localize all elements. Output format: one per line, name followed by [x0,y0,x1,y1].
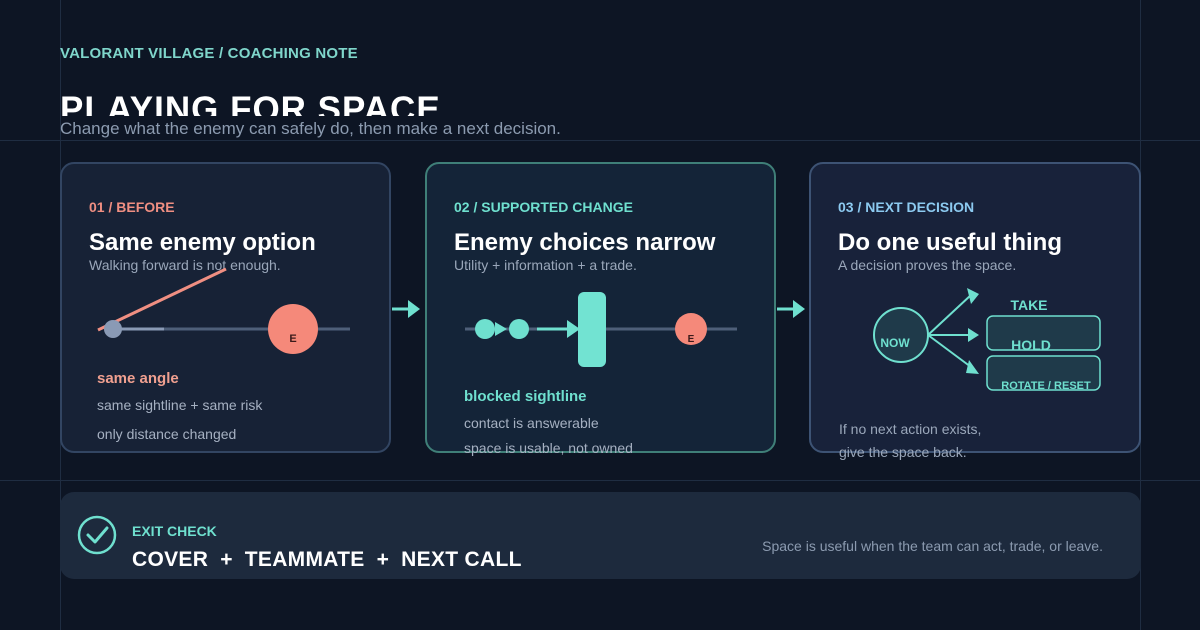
teammate-arrow-icon [495,322,507,336]
option-box-hold [986,315,1101,351]
now-node [873,307,929,363]
card-description: Walking forward is not enough. [89,257,281,273]
decision-diagram: NOW TAKE HOLD ROTATE / RESET [873,288,1101,392]
teammate-marker [475,319,495,339]
exit-check-label: EXIT CHECK [132,523,217,539]
branch-arrow-icon [966,360,979,374]
guide-line-top [0,140,1200,141]
card-tag: 02 / SUPPORTED CHANGE [454,199,633,215]
footnote-line: give the space back. [839,444,967,460]
sightline-ray [97,267,227,332]
note-line: space is usable, not owned [464,440,633,456]
option-label: TAKE [1010,297,1047,313]
supported-change-diagram: E [465,292,737,367]
exit-item: TEAMMATE [244,548,365,571]
guide-line-bottom [0,480,1200,481]
card-heading: Do one useful thing [838,229,1062,256]
branch-line-rotate [927,334,972,368]
note-line: only distance changed [97,426,237,442]
enemy-marker-label: E [289,333,296,345]
smoke-wall [578,292,606,367]
card-heading: Enemy choices narrow [454,229,716,256]
card-tag: 03 / NEXT DECISION [838,199,975,215]
option-label: ROTATE / RESET [1001,380,1091,392]
card-heading-wrap: Enemy choices narrow [454,228,744,258]
plus-sign: + [376,548,390,571]
enemy-marker [268,304,318,354]
card-footnote: If no next action exists, give the space… [839,418,981,464]
card-tag: 01 / BEFORE [89,199,175,215]
exit-item: COVER [132,548,209,571]
note-line: same sightline + same risk [97,397,263,413]
page-title-wrap: PLAYING FOR SPACE [60,84,960,116]
push-arrow-icon [567,320,580,338]
card-next-decision: 03 / NEXT DECISION Do one useful thing A… [809,162,1141,460]
page-subtitle: Change what the enemy can safely do, the… [60,119,561,138]
card-before: 01 / BEFORE Same enemy option Walking fo… [60,162,391,453]
footnote-line: If no next action exists, [839,421,982,437]
eyebrow: VALORANT VILLAGE / COACHING NOTE [60,45,358,62]
option-box-rotate [986,355,1101,391]
note-title: same angle [97,370,179,387]
note-title: blocked sightline [464,388,587,405]
card-description: Utility + information + a trade. [454,257,637,273]
option-label: HOLD [1011,337,1051,353]
enemy-marker [675,313,707,345]
player-marker [509,319,529,339]
branch-arrow-icon [967,288,979,304]
card-heading: Same enemy option [89,229,316,256]
exit-check-formula: COVER + TEAMMATE + NEXT CALL [132,548,522,572]
arrow-right-icon [777,300,805,318]
exit-item: NEXT CALL [401,548,522,571]
check-circle-icon [77,515,117,555]
now-node-label: NOW [880,336,910,350]
before-diagram: E [97,267,350,354]
note-line: contact is answerable [464,415,599,431]
card-supported-change: 02 / SUPPORTED CHANGE Enemy choices narr… [425,162,776,456]
card-heading-wrap: Do one useful thing [838,228,1128,258]
exit-check-bar: EXIT CHECK COVER + TEAMMATE + NEXT CALL Spac… [60,492,1141,579]
exit-check-aside: Space is useful when the team can act, t… [762,538,1103,554]
arrow-right-icon [392,300,420,318]
card-heading-wrap: Same enemy option [89,228,379,258]
enemy-marker-label: E [688,334,695,345]
plus-sign: + [220,548,233,571]
card-description: A decision proves the space. [838,257,1017,273]
player-marker [104,320,122,338]
page-title: PLAYING FOR SPACE [60,90,441,116]
branch-arrow-icon [968,328,979,342]
branch-line-take [927,294,972,336]
